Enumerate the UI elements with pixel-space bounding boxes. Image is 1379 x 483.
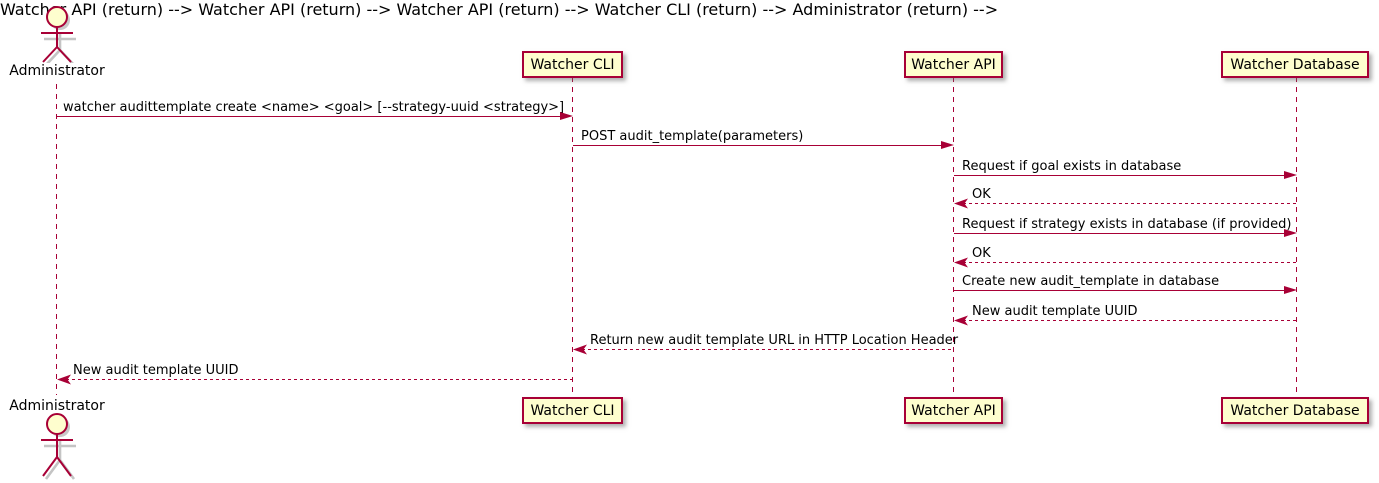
participant-label: Watcher API <box>911 56 996 73</box>
message-5-label: Request if strategy exists in database (… <box>962 217 1292 232</box>
message-9-arrowhead-icon <box>573 344 587 355</box>
lifeline-watcher-api <box>953 77 954 397</box>
message-4-arrowhead-icon <box>954 198 968 209</box>
participant-box-watcher-api-bottom: Watcher API <box>904 397 1003 424</box>
message-5-line <box>954 233 1285 235</box>
participant-box-watcher-api-top: Watcher API <box>904 51 1003 78</box>
lifeline-watcher-cli <box>572 77 573 397</box>
participant-box-watcher-cli-bottom: Watcher CLI <box>522 397 623 424</box>
message-3-label: Request if goal exists in database <box>962 159 1182 174</box>
participant-label: Watcher API <box>911 402 996 419</box>
participant-label: Watcher Database <box>1230 402 1360 419</box>
participant-box-watcher-database-top: Watcher Database <box>1221 51 1369 78</box>
message-6-label: OK <box>972 246 991 261</box>
message-7-arrowhead-icon <box>1284 286 1297 294</box>
message-10-label: New audit template UUID <box>73 363 239 378</box>
message-3-arrowhead-icon <box>1284 171 1297 179</box>
message-6-line <box>957 262 1297 264</box>
participant-label: Watcher CLI <box>530 402 615 419</box>
message-1-line <box>57 116 561 118</box>
actor-label-top: Administrator <box>9 63 105 79</box>
actor-figure-icon <box>41 413 76 480</box>
message-7-line <box>954 290 1285 292</box>
message-8-line <box>957 320 1297 322</box>
message-4-line <box>957 203 1297 205</box>
message-7-label: Create new audit_template in database <box>962 274 1220 289</box>
participant-label: Watcher CLI <box>530 56 615 73</box>
message-2-arrowhead-icon <box>941 141 954 149</box>
message-9-label: Return new audit template URL in HTTP Lo… <box>590 333 959 348</box>
lifeline-administrator <box>56 84 57 395</box>
message-4-label: OK <box>972 187 991 202</box>
message-3-line <box>954 175 1285 177</box>
message-6-arrowhead-icon <box>954 257 968 268</box>
lifeline-watcher-database <box>1296 77 1297 397</box>
message-8-arrowhead-icon <box>954 315 968 326</box>
actor-figure-icon <box>41 6 76 63</box>
participant-box-watcher-database-bottom: Watcher Database <box>1221 397 1369 424</box>
message-10-line <box>60 379 573 381</box>
participant-label: Watcher Database <box>1230 56 1360 73</box>
message-10-arrowhead-icon <box>57 374 71 385</box>
message-2-line <box>573 145 942 147</box>
message-2-label: POST audit_template(parameters) <box>581 129 804 144</box>
message-9-line <box>576 349 954 351</box>
message-1-label: watcher audittemplate create <name> <goa… <box>63 100 565 115</box>
participant-box-watcher-cli-top: Watcher CLI <box>522 51 623 78</box>
actor-label-bottom: Administrator <box>9 398 105 414</box>
message-1-arrowhead-icon <box>560 112 573 120</box>
message-8-label: New audit template UUID <box>972 304 1138 319</box>
message-5-arrowhead-icon <box>1284 229 1297 237</box>
